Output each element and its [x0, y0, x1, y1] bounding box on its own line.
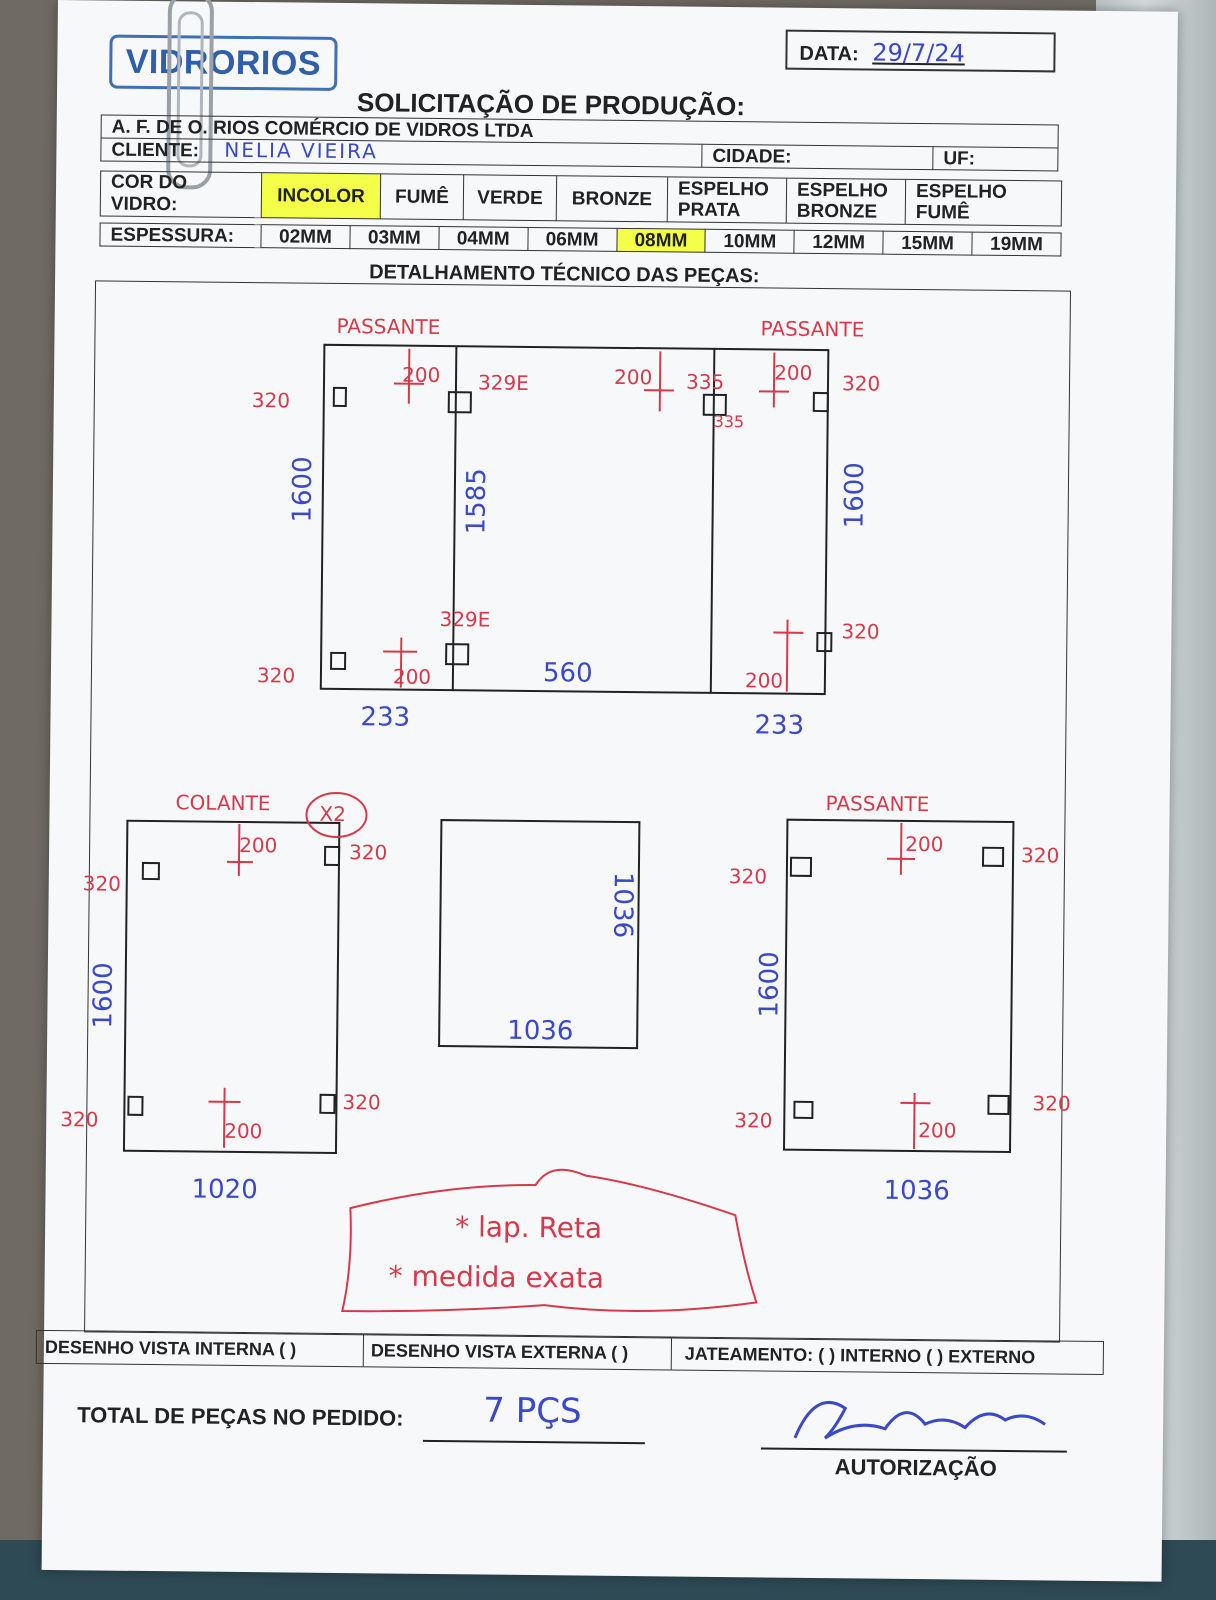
note-line: * medida exata: [388, 1260, 604, 1295]
top-assembly: [319, 343, 833, 696]
left-panel: [122, 819, 341, 1154]
notes-cloud: [341, 1168, 758, 1313]
dim-text: 320: [60, 1107, 98, 1131]
technical-drawing: PASSANTE PASSANTE 320 200 329E 200 335 3…: [60, 314, 1071, 1313]
notes-text: * lap. Reta * medida exata: [388, 1210, 604, 1295]
hinge-cutout: [330, 651, 347, 671]
dim-text: 200: [614, 365, 652, 389]
signature-icon: [793, 1401, 1047, 1440]
left-panel-red-text: COLANTE X2 320 200 320 320 200 320: [60, 790, 387, 1143]
dim-text: 1036: [883, 1176, 949, 1207]
top-assembly-divider-right: [709, 348, 716, 693]
top-assembly-outline: [319, 343, 830, 696]
hinge-cutout: [987, 1094, 1010, 1116]
sandblast-option: JATEAMENTO: ( ) INTERNO ( ) EXTERNO: [684, 1343, 1036, 1368]
dim-text: 335: [714, 412, 745, 431]
note-line: * lap. Reta: [455, 1210, 602, 1245]
top-assembly-marks: [383, 348, 804, 692]
authorization-label: AUTORIZAÇÃO: [834, 1454, 997, 1481]
dim-text: 320: [842, 371, 880, 395]
left-panel-blue-text: 1600 1020: [88, 962, 258, 1205]
dim-text: 320: [734, 1108, 772, 1132]
total-label: TOTAL DE PEÇAS NO PEDIDO:: [77, 1402, 404, 1431]
hinge-cutout: [789, 856, 813, 877]
hinge-cutout: [323, 845, 341, 866]
dim-text: 200: [402, 363, 440, 387]
external-view-option: DESENHO VISTA EXTERNA ( ): [362, 1334, 673, 1370]
dim-text: 1600: [840, 462, 871, 528]
label-passante: PASSANTE: [826, 791, 930, 816]
hinge-cutout: [445, 643, 470, 666]
dim-text: 1036: [607, 872, 638, 938]
hinge-cutout: [141, 861, 160, 881]
production-request-sheet: VIDRORIOS DATA: 29/7/24 SOLICITAÇÃO DE P…: [35, 0, 1178, 1582]
dim-text: 1020: [191, 1174, 257, 1205]
dim-text: 560: [543, 658, 593, 689]
dim-text: 1585: [461, 468, 492, 534]
dim-text: 1600: [88, 962, 119, 1028]
right-panel: [782, 818, 1015, 1154]
right-panel-outline: [782, 818, 1015, 1154]
hinge-cutout: [981, 846, 1005, 867]
dim-text: 200: [918, 1118, 956, 1142]
dim-text: 329E: [439, 607, 490, 632]
dim-text: 233: [754, 710, 804, 741]
dim-text: 200: [745, 668, 783, 692]
total-underline: [422, 1439, 645, 1445]
dim-text: 320: [349, 840, 387, 864]
middle-panel-blue-text: 1036 1036: [507, 872, 638, 1047]
dim-text: 1036: [507, 1016, 573, 1047]
middle-panel: [438, 819, 641, 1050]
dim-text: 335: [686, 370, 724, 394]
label-passante: PASSANTE: [760, 316, 864, 341]
hinge-cutout: [332, 386, 347, 408]
dim-text: 200: [774, 361, 812, 385]
dim-text: 329E: [478, 370, 529, 395]
hinge-cutout: [702, 393, 727, 417]
right-panel-red-text: PASSANTE 320 200 320 320 200 320: [729, 791, 1071, 1142]
dim-text: 200: [393, 665, 431, 689]
left-panel-marks: [208, 791, 368, 1148]
dim-text: 320: [342, 1090, 380, 1114]
hinge-cutout: [812, 391, 829, 413]
dim-text: 233: [360, 702, 410, 733]
dim-text: 320: [83, 871, 121, 895]
dim-text: 320: [729, 864, 767, 888]
middle-panel-outline: [438, 819, 641, 1050]
top-assembly-red-text: PASSANTE PASSANTE 320 200 329E 200 335 3…: [252, 314, 881, 693]
hinge-cutout: [127, 1095, 144, 1116]
dim-text: 200: [239, 833, 277, 857]
top-assembly-divider-left: [451, 346, 458, 691]
top-assembly-blue-text: 1600 1585 1600 560 233 233: [288, 456, 871, 741]
total-value: 7 PÇS: [483, 1390, 582, 1432]
hinge-cutout: [816, 631, 833, 653]
dim-text: 320: [252, 388, 290, 412]
dim-text: 320: [257, 663, 295, 687]
dim-text: 200: [905, 832, 943, 856]
dim-text: 320: [1021, 843, 1059, 867]
left-panel-outline: [122, 819, 341, 1154]
dim-text: 320: [841, 619, 879, 643]
right-panel-marks: [887, 822, 931, 1150]
dim-text: 1600: [754, 951, 785, 1017]
dim-text: 200: [224, 1119, 262, 1143]
right-panel-blue-text: 1600 1036: [754, 951, 950, 1207]
hinge-cutout: [447, 391, 472, 414]
qty-badge: X2: [319, 802, 346, 826]
label-colante: COLANTE: [175, 790, 270, 815]
hinge-cutout: [793, 1100, 814, 1119]
hinge-cutout: [319, 1093, 336, 1114]
internal-view-option: DESENHO VISTA INTERNA ( ): [36, 1330, 365, 1367]
dim-text: 1600: [288, 456, 319, 522]
dim-text: 320: [1032, 1091, 1070, 1115]
label-passante: PASSANTE: [336, 314, 440, 339]
